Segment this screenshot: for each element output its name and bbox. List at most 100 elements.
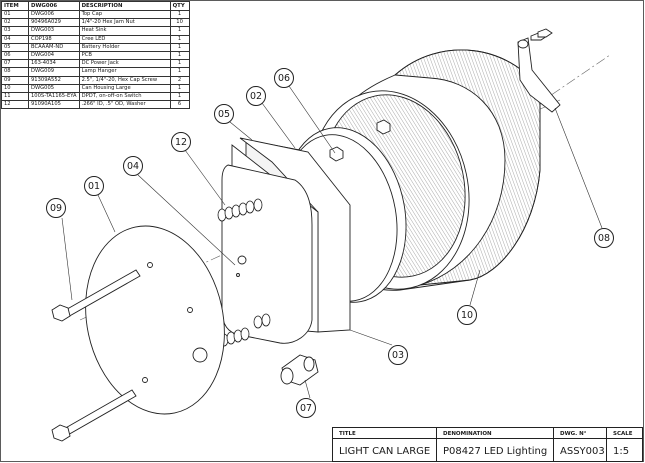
bom-header-item: ITEM	[1, 1, 29, 11]
bom-cell-qty: 10	[169, 18, 190, 28]
bom-cell-description: .266" ID, .5" OD, Washer	[78, 100, 171, 110]
bom-cell-description: 1/4"-20 Hex Jam Nut	[78, 18, 171, 28]
bom-cell-dwg: DWG005	[28, 83, 80, 93]
callout-10: 10	[457, 305, 477, 325]
denomination-cell: DENOMINATION P08427 LED Lighting	[436, 428, 553, 461]
callout-01: 01	[84, 176, 104, 196]
title-label: TITLE	[339, 431, 356, 437]
bom-cell-dwg: 90496A029	[28, 18, 80, 28]
leader-lines	[61, 85, 603, 399]
callout-02: 02	[246, 86, 266, 106]
scale-cell: SCALE 1:5	[606, 428, 644, 461]
bom-cell-description: Battery Holder	[78, 42, 171, 52]
bom-header-row: ITEM DWG006 DESCRIPTION QTY	[1, 1, 190, 11]
bom-cell-description: Heat Sink	[78, 26, 171, 36]
bom-cell-qty: 1	[169, 42, 190, 52]
bom-header-qty: QTY	[169, 1, 190, 11]
bom-cell-dwg: 163-4034	[28, 59, 80, 69]
bom-cell-dwg: DWG003	[28, 26, 80, 36]
hex-nuts-upper	[329, 119, 391, 162]
bom-cell-dwg: DWG006	[28, 9, 80, 20]
lamp-hanger	[517, 28, 561, 113]
bom-cell-qty: 1	[169, 26, 190, 36]
top-cap	[85, 225, 225, 415]
bom-cell-description: DPDT, on-off-on Switch	[78, 91, 171, 102]
bom-cell-description: Cree LED	[78, 34, 171, 44]
dwg-no-cell: DWG. N° ASSY003	[553, 428, 606, 461]
bom-header-dwg: DWG006	[28, 1, 80, 11]
bom-cell-qty: 1	[169, 83, 190, 93]
bom-cell-qty: 1	[169, 67, 190, 77]
title-block-divider	[333, 438, 642, 439]
bom-cell-item: 07	[1, 59, 29, 69]
bom-cell-item: 05	[1, 42, 29, 52]
callout-07: 07	[296, 398, 316, 418]
callout-04: 04	[123, 156, 143, 176]
bom-cell-description: 2.5", 1/4"-20, Hex Cap Screw	[78, 75, 171, 85]
bom-cell-dwg: DWG004	[28, 50, 80, 61]
hex-cap-screws	[51, 269, 141, 442]
bom-cell-item: 12	[1, 100, 29, 110]
bom-cell-dwg: DWG009	[28, 67, 80, 77]
bom-cell-item: 10	[1, 83, 29, 93]
title-value: LIGHT CAN LARGE	[339, 446, 431, 457]
callout-05: 05	[214, 104, 234, 124]
washers	[217, 198, 271, 347]
bom-cell-qty: 1	[169, 91, 190, 102]
bom-cell-dwg: 91309A552	[28, 75, 80, 85]
bom-cell-item: 09	[1, 75, 29, 85]
callout-08: 08	[594, 228, 614, 248]
bom-cell-item: 11	[1, 91, 29, 102]
callout-03: 03	[388, 345, 408, 365]
bom-cell-description: Lamp Hanger	[78, 67, 171, 77]
bom-cell-description: DC Power Jack	[78, 59, 171, 69]
bom-cell-dwg: BCAAAM-ND	[28, 42, 80, 52]
dc-power-jack	[280, 354, 319, 386]
bom-cell-qty: 2	[169, 75, 190, 85]
bom-cell-item: 03	[1, 26, 29, 36]
denomination-label: DENOMINATION	[443, 431, 492, 437]
callout-06: 06	[274, 68, 294, 88]
bom-header-description: DESCRIPTION	[78, 1, 171, 11]
scale-label: SCALE	[613, 431, 633, 437]
bom-cell-dwg: 91090A105	[28, 100, 80, 110]
bom-cell-item: 01	[1, 9, 29, 20]
bom-cell-dwg: COP198	[28, 34, 80, 44]
bom-cell-qty: 1	[169, 50, 190, 61]
bom-cell-description: PCB	[78, 50, 171, 61]
bom-cell-item: 04	[1, 34, 29, 44]
bom-cell-qty: 1	[169, 59, 190, 69]
bom-cell-qty: 1	[169, 9, 190, 20]
bom-cell-dwg: 100S-TA1165-EYA	[28, 91, 80, 102]
dwg-no-label: DWG. N°	[560, 431, 587, 437]
bom-cell-qty: 1	[169, 34, 190, 44]
dwg-no-value: ASSY003	[560, 446, 605, 457]
bom-cell-item: 06	[1, 50, 29, 61]
callout-09: 09	[46, 198, 66, 218]
scale-value: 1:5	[613, 446, 630, 457]
bom-cell-item: 02	[1, 18, 29, 28]
bom-cell-description: Can Housing Large	[78, 83, 171, 93]
bom-cell-qty: 6	[169, 100, 190, 110]
title-block: TITLE LIGHT CAN LARGE DENOMINATION P0842…	[332, 427, 643, 462]
bom-cell-description: Top Cap	[78, 9, 171, 20]
callout-12: 12	[171, 132, 191, 152]
bom-cell-item: 08	[1, 67, 29, 77]
denomination-value: P08427 LED Lighting	[443, 446, 548, 457]
